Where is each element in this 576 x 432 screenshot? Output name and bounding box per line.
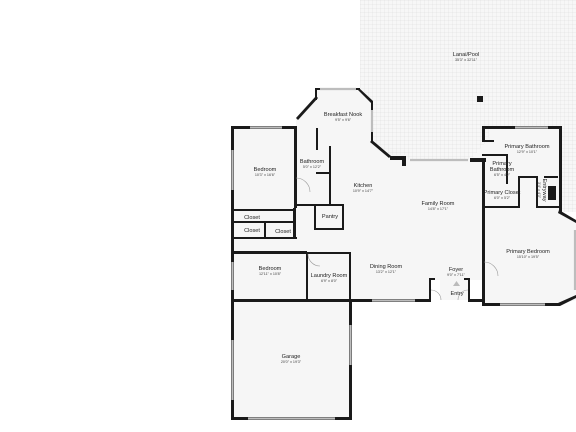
breakfast-nook-dim: 9'5" x 9'6" xyxy=(335,118,352,122)
lanai-post-icon xyxy=(477,96,483,102)
primary-closet-label: Primary Closet xyxy=(484,190,521,196)
entry-arrow-icon xyxy=(453,281,460,286)
foyer-dim: 9'0" x 7'11" xyxy=(447,273,466,277)
entry-label: Entry xyxy=(450,291,463,297)
primary-bedroom-dim: 15'10" x 19'5" xyxy=(517,255,540,259)
kitchen-dim: 10'9" x 14'7" xyxy=(353,189,374,193)
kitchen-label: Kitchen xyxy=(354,183,373,189)
garage-dim: 20'0" x 19'3" xyxy=(281,360,302,364)
bedroom-1-label: Bedroom xyxy=(254,167,277,173)
bedroom-2-dim: 12'11" x 10'8" xyxy=(259,272,282,276)
lanai-dim: 35'3" x 32'11" xyxy=(455,58,478,62)
breakfast-nook-label: Breakfast Nook xyxy=(324,112,362,118)
primary-bathroom-2-label-b: Bathroom xyxy=(490,167,515,173)
room-labels: Lanai/Pool 35'3" x 32'11" Breakfast Nook… xyxy=(244,52,550,364)
bedroom-1-dim: 10'3" x 16'6" xyxy=(255,173,276,177)
windows xyxy=(231,87,576,420)
primary-bathroom-dim: 12'9" x 10'1" xyxy=(517,150,538,154)
laundry-dim: 6'9" x 8'0" xyxy=(321,279,338,283)
bedroom-2-label: Bedroom xyxy=(259,266,282,272)
family-room-dim: 14'8" x 17'1" xyxy=(428,207,449,211)
primary-bedroom-label: Primary Bedroom xyxy=(506,249,550,255)
bathroom-label: Bathroom xyxy=(300,159,325,165)
primary-bathroom-2-label-a: Primary xyxy=(492,161,511,167)
garage-label: Garage xyxy=(282,354,301,360)
interior-floor xyxy=(233,88,576,418)
foyer-label: Foyer xyxy=(449,267,463,273)
dining-dim: 13'2" x 12'1" xyxy=(376,270,397,274)
lanai-label: Lanai/Pool xyxy=(453,52,479,58)
closet-1-label: Closet xyxy=(244,215,260,221)
entryway-dim: 3'4" x 4'3" xyxy=(537,182,541,199)
closet-2-label: Closet xyxy=(244,228,260,234)
pantry-label: Pantry xyxy=(322,214,338,220)
closet-3-label: Closet xyxy=(275,229,291,235)
bathroom-dim: 5'0" x 12'2" xyxy=(303,165,322,169)
doors xyxy=(295,177,499,301)
dining-label: Dining Room xyxy=(370,264,403,270)
primary-closet-dim: 6'0" x 5'2" xyxy=(494,196,511,200)
primary-bathroom-label: Primary Bathroom xyxy=(504,144,549,150)
entryway-label: Entryway xyxy=(541,178,547,201)
family-room-label: Family Room xyxy=(422,201,455,207)
primary-bathroom-2-dim: 6'5" x 4'2" xyxy=(494,173,511,177)
laundry-label: Laundry Room xyxy=(311,273,348,279)
